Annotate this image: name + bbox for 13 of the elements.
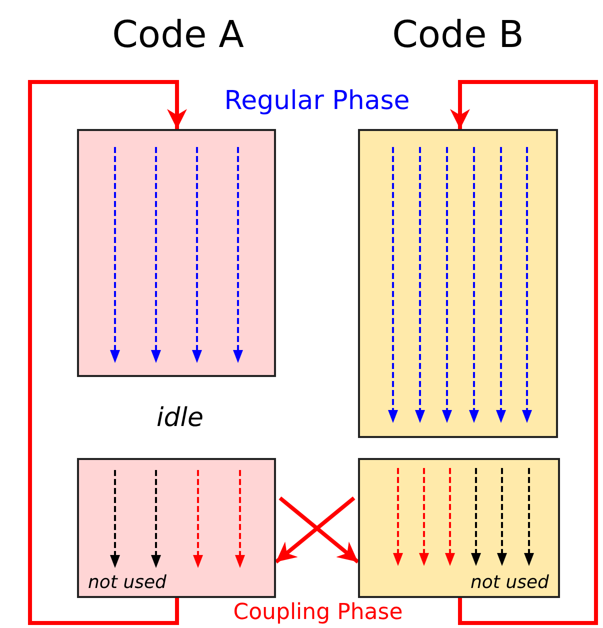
heading-text: Regular Phase xyxy=(223,85,411,118)
panel-box xyxy=(77,129,276,377)
heading-text: Coupling Phase xyxy=(232,599,404,626)
panel-box xyxy=(358,129,558,438)
heading-text: Code B xyxy=(391,12,525,58)
arrow xyxy=(450,80,598,625)
box-note: not used xyxy=(470,573,549,593)
arrow xyxy=(28,80,187,625)
panel-box xyxy=(358,458,560,598)
heading-text: Code A xyxy=(111,12,245,58)
box-note: not used xyxy=(88,573,166,593)
heading-text: idle xyxy=(156,402,204,434)
panel-box xyxy=(77,458,276,598)
